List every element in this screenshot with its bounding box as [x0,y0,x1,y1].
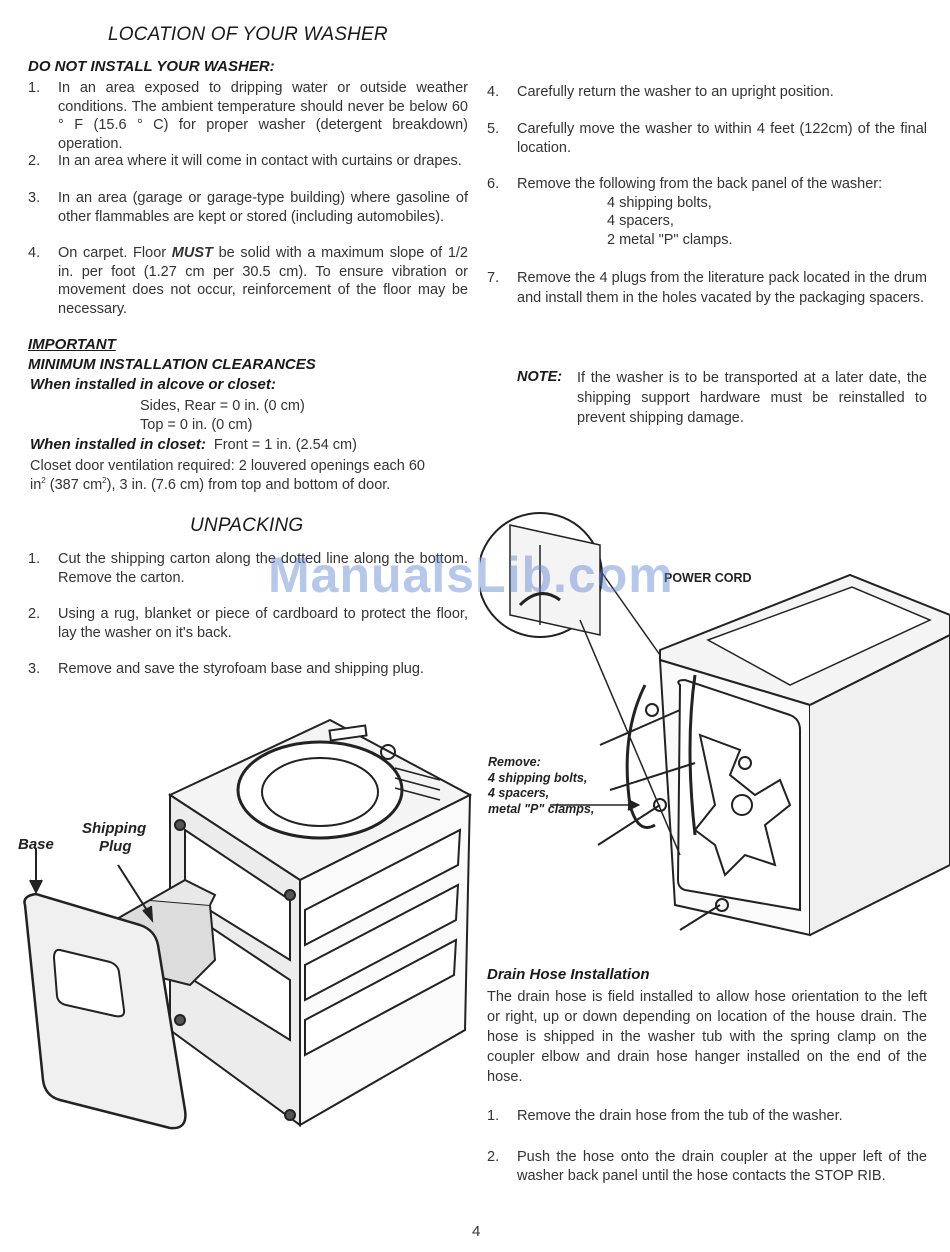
remove-callout: Remove: 4 shipping bolts, 4 spacers, met… [488,755,595,816]
location-heading: LOCATION OF YOUR WASHER [108,24,388,45]
washer-back-illustration [480,512,950,937]
drain-intro: The drain hose is field installed to all… [487,989,927,1085]
note: NOTE: If the washer is to be transported… [517,369,927,426]
location-item-1: 1. In an area exposed to dripping water … [28,80,468,152]
location-item-2: 2. In an area where it will come in cont… [28,153,462,169]
front-clearance: Front = 1 in. (2.54 cm) [213,437,357,453]
unpacking-item-3: 3. Remove and save the styrofoam base an… [28,661,424,677]
step-6: 6. Remove the following from the back pa… [487,176,883,248]
watermark: ManualsLib.com [268,547,674,603]
unpacking-item-2: 2. Using a rug, blanket or piece of card… [28,606,468,641]
drain-item-2: 2. Push the hose onto the drain coupler … [487,1149,927,1184]
location-item-4: 4. On carpet. Floor MUST be solid with a… [28,245,468,317]
drain-heading: Drain Hose Installation [487,966,650,983]
alcove-label: When installed in alcove or closet: [30,376,276,393]
note-label: NOTE: [517,369,563,385]
drain-item-1: 1. Remove the drain hose from the tub of… [487,1108,843,1124]
ventilation-line-2: in2 (387 cm2), 3 in. (7.6 cm) from top a… [30,476,391,493]
ventilation-line-1: Closet door ventilation required: 2 louv… [30,458,425,474]
do-not-install-subheading: DO NOT INSTALL YOUR WASHER: [28,58,275,75]
clearances-title: MINIMUM INSTALLATION CLEARANCES [28,356,316,373]
shipping-label: Shipping [82,820,147,837]
closet-label: When installed in closet: [30,436,206,453]
step-7: 7. Remove the 4 plugs from the literatur… [487,270,927,306]
closet-line: When installed in closet: Front = 1 in. … [30,436,357,455]
step-4: 4. Carefully return the washer to an upr… [487,84,834,100]
power-cord-label: POWER CORD [664,571,752,585]
page-number: 4 [472,1223,481,1240]
washer-unpacking-illustration [23,718,473,1130]
step-5: 5. Carefully move the washer to within 4… [487,121,927,156]
sides-rear-clearance: Sides, Rear = 0 in. (0 cm) [140,398,305,414]
unpacking-item-1: 1. Cut the shipping carton along the dot… [28,551,468,586]
important-label: IMPORTANT [28,336,116,353]
unpacking-heading: UNPACKING [190,515,304,536]
location-item-3: 3. In an area (garage or garage-type bui… [28,190,468,225]
top-clearance: Top = 0 in. (0 cm) [140,417,253,433]
plug-label: Plug [99,838,132,855]
base-label: Base [18,836,54,853]
